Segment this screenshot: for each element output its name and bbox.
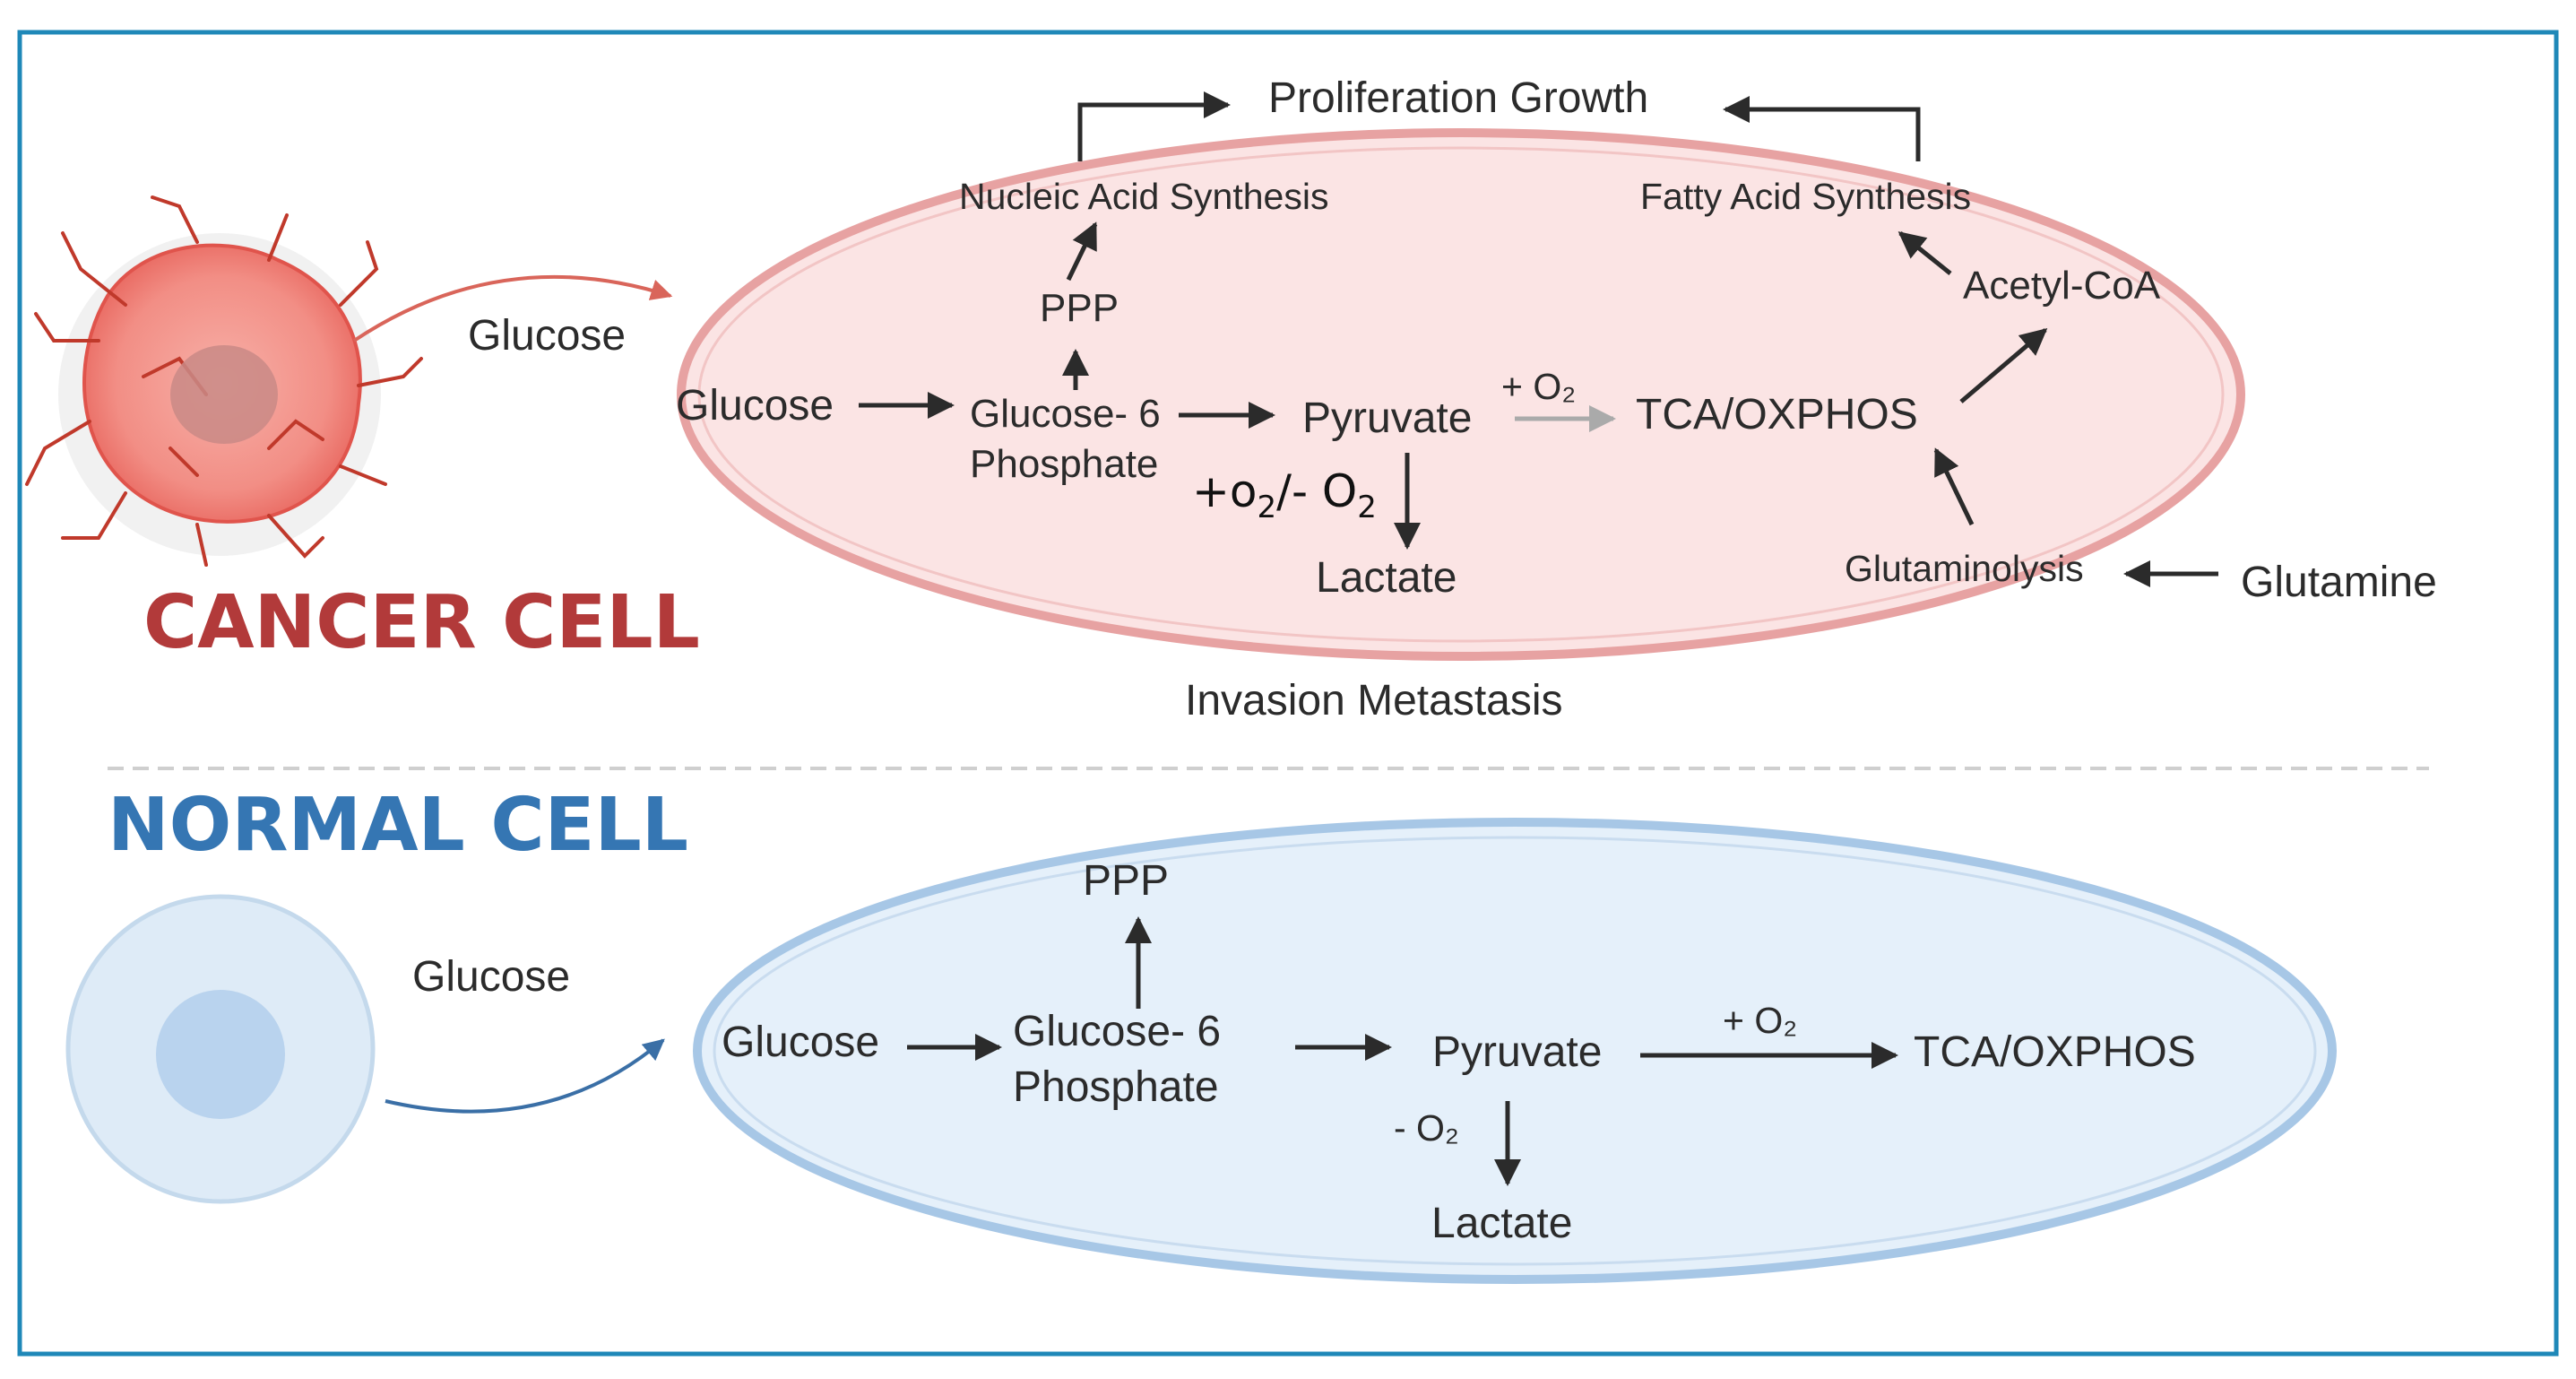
- normal-glucose-curve-arrow: [385, 1038, 665, 1114]
- normal-cell-icon: [65, 894, 376, 1204]
- tca-to-acetyl-arrow: [1959, 328, 2048, 403]
- normal-outer-glucose-label: Glucose: [412, 953, 570, 1001]
- normal-ppp-label: PPP: [1083, 857, 1169, 905]
- cancer-plus-o2-label: + O₂: [1501, 366, 1576, 407]
- acetyl-coa-label: Acetyl-CoA: [1963, 264, 2161, 308]
- acetyl-to-fatty-arrow: [1897, 231, 1952, 275]
- normal-glucose-label: Glucose: [722, 1019, 879, 1066]
- cancer-cell-icon: [25, 195, 423, 567]
- invasion-label: Invasion Metastasis: [1185, 677, 1563, 724]
- cancer-outer-glucose-label: Glucose: [468, 312, 626, 360]
- ppp-to-nucleic-arrow: [1066, 221, 1098, 282]
- fatty-to-proliferation-arrow: [1723, 96, 1921, 161]
- glutaminolysis-to-tca-arrow: [1933, 447, 1975, 526]
- normal-pyruvate-label: Pyruvate: [1432, 1028, 1602, 1076]
- cancer-cell-title: CANCER CELL: [143, 580, 700, 665]
- cancer-lactate-label: Lactate: [1316, 554, 1457, 602]
- cancer-g6p-line2: Phosphate: [970, 442, 1158, 486]
- nucleic-acid-label: Nucleic Acid Synthesis: [959, 176, 1328, 217]
- nucleic-to-proliferation-arrow: [1077, 91, 1231, 161]
- cancer-ppp-label: PPP: [1040, 286, 1119, 330]
- cancer-cell-membrane: [677, 128, 2245, 661]
- cancer-tca-label: TCA/OXPHOS: [1636, 391, 1918, 438]
- cancer-o2-annotation: +o2/- O2: [1192, 465, 1377, 525]
- cancer-glucose-label: Glucose: [676, 382, 834, 429]
- glutamine-label: Glutamine: [2241, 559, 2437, 606]
- cancer-pyruvate-label: Pyruvate: [1302, 395, 1472, 442]
- normal-minus-o2-label: - O₂: [1394, 1107, 1459, 1149]
- normal-tca-label: TCA/OXPHOS: [1914, 1028, 2196, 1076]
- normal-cell-title: NORMAL CELL: [108, 783, 688, 868]
- normal-g6p-line1: Glucose- 6: [1013, 1008, 1221, 1055]
- normal-plus-o2-label: + O₂: [1723, 1000, 1797, 1041]
- cancer-g6p-line1: Glucose- 6: [970, 392, 1161, 436]
- figure-frame: [17, 30, 2559, 1357]
- cancer-glucose-curve-arrow: [352, 274, 673, 343]
- proliferation-label: Proliferation Growth: [1268, 74, 1648, 122]
- glutaminolysis-label: Glutaminolysis: [1845, 548, 2084, 589]
- fatty-acid-label: Fatty Acid Synthesis: [1640, 176, 1971, 217]
- normal-lactate-label: Lactate: [1431, 1200, 1572, 1247]
- normal-cell-membrane: [693, 818, 2337, 1284]
- normal-g6p-line2: Phosphate: [1013, 1063, 1219, 1111]
